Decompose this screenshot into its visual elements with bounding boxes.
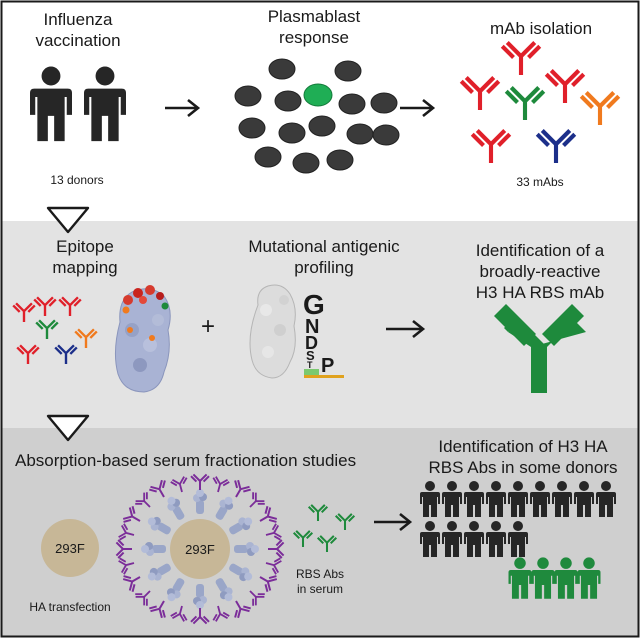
step1-title-line1: Influenza [44, 10, 114, 29]
mutational-title-line1: Mutational antigenic [248, 237, 400, 256]
arrow-icon-2 [400, 98, 436, 118]
donors-label: 13 donors [50, 173, 103, 187]
epitope-title-line2: mapping [52, 258, 117, 277]
serum-label-line2: in serum [297, 582, 343, 596]
serum-label-line1: RBS Abs [296, 567, 344, 581]
plasmablast-cells-icon [234, 58, 400, 174]
fractionation-title: Absorption-based serum fractionation stu… [15, 451, 356, 470]
transfection-label: HA transfection [29, 600, 110, 614]
cell-label-plain: 293F [55, 541, 85, 556]
panel-bottom-bg [2, 428, 638, 636]
step3-title: mAb isolation [490, 19, 592, 38]
mutational-title-line2: profiling [294, 258, 354, 277]
mabs-label: 33 mAbs [516, 175, 563, 189]
step2-title-line2: response [279, 28, 349, 47]
logo-small-stack [304, 369, 319, 375]
cell-label-ha: 293F [185, 542, 215, 557]
arrow-icon-1 [165, 98, 201, 118]
broad-antibody-icon [494, 304, 586, 393]
ha-cell-with-antibodies-icon [115, 473, 285, 625]
logo-letter-g: G [303, 289, 325, 320]
down-triangle-icon-1 [46, 206, 90, 234]
result-title-line1: Identification of a [476, 241, 605, 260]
panel-mid-bg [2, 221, 638, 428]
cell-293f-plain [41, 519, 99, 577]
epitope-title-line1: Epitope [56, 237, 114, 256]
step2-title-line1: Plasmablast [268, 7, 361, 26]
ha-structure-epitope-icon [114, 285, 171, 393]
logo-letter-d: D [305, 333, 318, 353]
donor-result-line2: RBS Abs in some donors [429, 458, 618, 477]
result-title-line2: broadly-reactive [480, 262, 601, 281]
cell-293f-ha [170, 519, 230, 579]
step1-title-line2: vaccination [35, 31, 120, 50]
logo-letter-n: N [305, 316, 319, 338]
logo-letter-p: P [321, 355, 334, 377]
donor-result-line1: Identification of H3 HA [438, 437, 608, 456]
arrow-icon-4 [374, 512, 413, 532]
logo-baseline [304, 375, 344, 378]
plus-sign: + [201, 313, 215, 340]
sequence-logo-icon: G N D S T P [303, 289, 344, 378]
down-triangle-icon-2 [46, 414, 90, 442]
logo-letter-s: S [306, 348, 315, 363]
logo-letter-t: T [307, 360, 313, 370]
arrow-icon-3 [386, 319, 426, 339]
result-title-line3: H3 HA RBS mAb [476, 283, 605, 302]
ha-structure-gray-icon [249, 284, 296, 379]
